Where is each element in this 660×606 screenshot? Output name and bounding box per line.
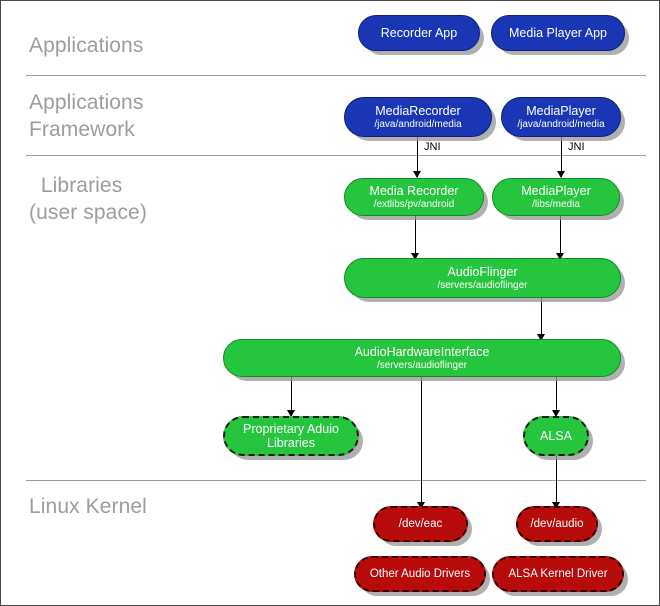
edge-label-jni-player: JNI (568, 141, 585, 153)
connector-media-recorder-to-audioflinger (415, 216, 417, 260)
arrowhead-media-recorder-to-audioflinger (411, 253, 419, 260)
arrowhead-mediaplayer-jni (557, 171, 565, 178)
node-proprietary-audio-libraries[interactable]: Proprietary Aduio Libraries (223, 416, 359, 456)
arrowhead-audioflinger-to-audiohardwareinterface (537, 334, 545, 341)
layer-label-applications: Applications (29, 34, 144, 57)
node-title: MediaPlayer (521, 183, 591, 198)
node-alsa[interactable]: ALSA (523, 416, 589, 456)
arrowhead-ahi-to-proprietary-libraries (287, 410, 295, 417)
node-dev-audio[interactable]: /dev/audio (516, 506, 598, 542)
connector-ahi-to-dev-eac (421, 377, 423, 509)
node-title: Other Audio Drivers (369, 567, 471, 580)
node-mediarecorder-framework[interactable]: MediaRecorder /java/android/media (344, 97, 492, 137)
node-title: MediaRecorder (375, 103, 461, 118)
node-title: AudioHardwareInterface (354, 344, 490, 359)
connector-mediarecorder-jni (417, 137, 419, 177)
divider-applications-framework (26, 155, 646, 156)
node-subtitle: /servers/audioflinger (376, 359, 468, 371)
divider-applications (26, 75, 646, 76)
node-other-audio-drivers[interactable]: Other Audio Drivers (354, 556, 486, 592)
node-dev-eac[interactable]: /dev/eac (373, 506, 468, 542)
connector-audioflinger-to-audiohardwareinterface (541, 298, 543, 341)
node-title: /dev/eac (398, 517, 443, 530)
node-mediaplayer-library[interactable]: MediaPlayer /libs/media (492, 178, 620, 216)
connector-mediaplayer-to-audioflinger (560, 216, 562, 260)
node-media-recorder-library[interactable]: Media Recorder /extlibs/pv/android (344, 178, 484, 216)
node-subtitle: /libs/media (532, 198, 580, 210)
node-subtitle: Libraries (267, 436, 315, 450)
node-title: AudioFlinger (447, 264, 518, 279)
connector-ahi-to-proprietary-libraries (291, 377, 293, 417)
node-alsa-kernel-driver[interactable]: ALSA Kernel Driver (492, 556, 624, 592)
layer-label-linux-kernel: Linux Kernel (29, 495, 147, 518)
connector-ahi-to-alsa (556, 377, 558, 417)
node-subtitle: /java/android/media (374, 118, 462, 130)
divider-libraries (26, 480, 646, 481)
edge-label-jni-recorder: JNI (424, 141, 441, 153)
node-title: Media Player App (509, 26, 607, 40)
node-subtitle: /java/android/media (517, 118, 605, 130)
layer-label-libraries: Libraries (user space) (29, 174, 147, 224)
node-subtitle: /servers/audioflinger (437, 279, 528, 291)
node-recorder-app[interactable]: Recorder App (358, 15, 480, 51)
layer-label-applications-framework: Applications Framework (29, 91, 144, 141)
node-title: Recorder App (380, 26, 458, 40)
node-title: ALSA Kernel Driver (508, 567, 608, 580)
node-title: Proprietary Aduio (243, 422, 339, 436)
node-subtitle: /extlibs/pv/android (373, 198, 455, 210)
node-audiohardwareinterface[interactable]: AudioHardwareInterface /servers/audiofli… (223, 339, 621, 377)
node-title: ALSA (540, 429, 572, 443)
node-title: Media Recorder (369, 183, 459, 198)
node-title: MediaPlayer (526, 103, 596, 118)
arrowhead-mediarecorder-jni (413, 171, 421, 178)
node-mediaplayer-framework[interactable]: MediaPlayer /java/android/media (501, 97, 621, 137)
node-audioflinger[interactable]: AudioFlinger /servers/audioflinger (344, 258, 621, 298)
connector-mediaplayer-jni (561, 137, 563, 177)
node-title: /dev/audio (530, 517, 584, 530)
arrowhead-mediaplayer-to-audioflinger (556, 253, 564, 260)
node-media-player-app[interactable]: Media Player App (491, 15, 625, 51)
arrowhead-ahi-to-alsa (552, 410, 560, 417)
connector-alsa-to-dev-audio (556, 456, 558, 509)
